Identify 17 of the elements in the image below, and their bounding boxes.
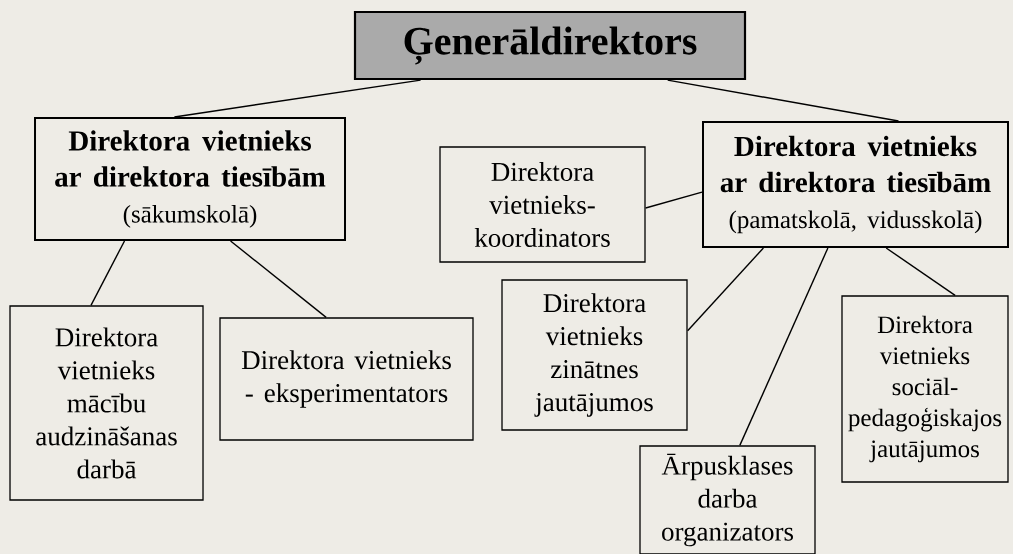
position-box: Ārpusklases darba organizators xyxy=(639,445,816,554)
position-box: Direktora vietnieks - eksperimentators xyxy=(219,317,474,441)
director-box: Ģenerāldirektors xyxy=(353,10,747,81)
connector-line xyxy=(739,247,829,447)
connector-line xyxy=(885,247,956,297)
deputy-box: Direktora vietnieks ar direktora tiesībām (sākumskolā) xyxy=(34,117,346,241)
connector-line xyxy=(644,191,703,209)
connector-line xyxy=(666,79,900,122)
connector-line xyxy=(173,79,422,118)
position-box: Direktora vietnieks zinātnes jautājumos xyxy=(501,279,688,431)
position-box: Direktora vietnieks mācību audzināšanas darbā xyxy=(9,305,204,501)
position-box: Direktora vietnieks sociāl-pedagoģiskajos jautājumos xyxy=(841,295,1009,483)
deputy-box: Direktora vietnieks ar direktora tiesībām (pamatskolā, vidusskolā) xyxy=(702,121,1009,248)
connector-line xyxy=(686,247,765,332)
position-box: Direktora vietnieks-koordinators xyxy=(439,146,646,263)
connector-line xyxy=(90,240,126,307)
connector-line xyxy=(229,240,327,319)
